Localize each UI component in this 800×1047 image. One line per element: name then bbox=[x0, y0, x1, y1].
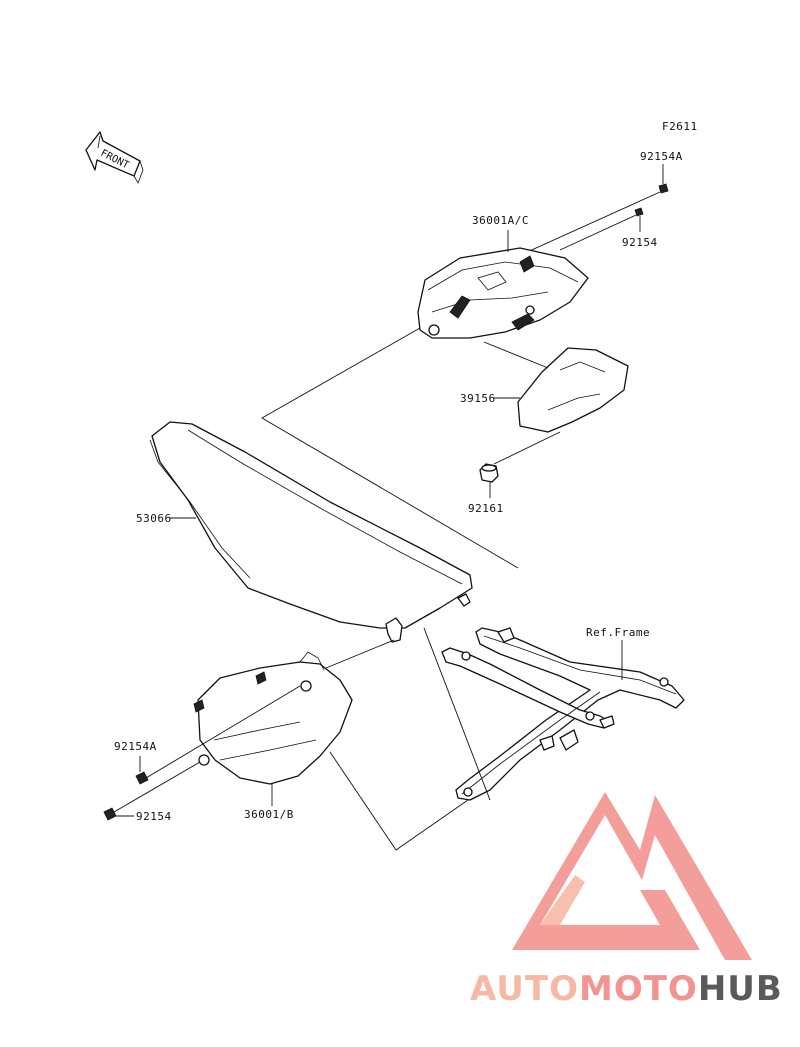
bolt-92154a-top bbox=[658, 164, 669, 194]
side-cover-left bbox=[193, 651, 353, 785]
watermark-moto: MOTO bbox=[579, 969, 698, 1009]
callout-frame: Ref.Frame bbox=[586, 626, 650, 639]
callout-bolt-left: 92154 bbox=[136, 810, 172, 823]
figure-code: F2611 bbox=[662, 120, 698, 133]
side-cover-right bbox=[417, 247, 589, 339]
watermark-text: AUTOMOTOHUB bbox=[470, 969, 783, 1009]
callout-bolt-left-a: 92154A bbox=[114, 740, 157, 753]
bolt-92154-top bbox=[634, 207, 644, 232]
callout-seat: 53066 bbox=[136, 512, 172, 525]
callout-pad: 39156 bbox=[460, 392, 496, 405]
bolt-92154a-left bbox=[135, 771, 149, 785]
callout-cover-right: 36001A/C bbox=[472, 214, 529, 227]
seat-53066 bbox=[149, 421, 473, 643]
rear-frame bbox=[441, 627, 685, 801]
pad-39156 bbox=[517, 347, 629, 433]
callout-bolt-top-a: 92154A bbox=[640, 150, 683, 163]
front-arrow: FRONT bbox=[85, 131, 144, 184]
callout-bolt-top: 92154 bbox=[622, 236, 658, 249]
callout-damper: 92161 bbox=[468, 502, 504, 515]
callout-cover-left: 36001/B bbox=[244, 808, 294, 821]
damper-92161 bbox=[479, 463, 499, 483]
logo-mark-icon bbox=[512, 792, 752, 960]
watermark-hub: HUB bbox=[698, 969, 783, 1009]
watermark-logo bbox=[512, 792, 752, 960]
bolt-92154-left bbox=[103, 807, 117, 821]
svg-text:AUTOMOTOHUB: AUTOMOTOHUB bbox=[470, 969, 783, 1009]
watermark-auto: AUTO bbox=[470, 969, 579, 1009]
